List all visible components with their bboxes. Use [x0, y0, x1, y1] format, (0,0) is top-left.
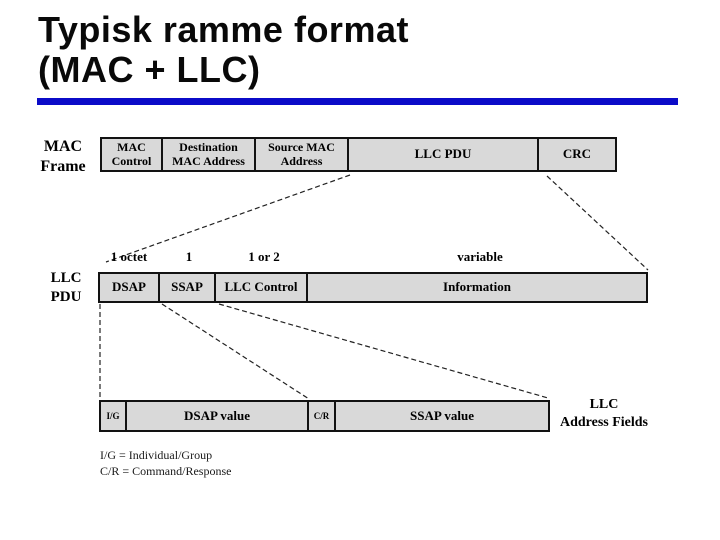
size-label-1-or-2: 1 or 2 [248, 249, 280, 264]
mac-frame-row-label: MAC Frame [40, 138, 86, 175]
mac-frame-cell-crc: CRC [562, 146, 592, 162]
llc-pdu-cell-dsap: DSAP [100, 274, 160, 301]
title-underline-rule [37, 98, 678, 105]
connector-ssap-right [218, 303, 549, 399]
llc-address-row: I/G DSAP value C/R SSAP value [99, 400, 550, 432]
llc-pdu-row: DSAP SSAP LLC Control Information [98, 272, 648, 303]
llc-address-cell-dsap-value: DSAP value [127, 402, 309, 430]
mac-frame-cell-llc-pdu: LLC PDU [349, 139, 539, 170]
mac-frame-cell-source-address: Source MAC Address [256, 139, 349, 170]
llc-address-cell-ssap-value: SSAP value [410, 407, 474, 423]
llc-address-fields-label: LLC Address Fields [559, 397, 649, 431]
slide-title: Typisk ramme format (MAC + LLC) [38, 9, 688, 91]
size-label-1: 1 [185, 249, 193, 264]
legend-cr: C/R = Command/Response [100, 464, 232, 479]
llc-pdu-row-label: LLC PDU [50, 270, 82, 305]
llc-address-cell-ig: I/G [101, 402, 127, 430]
llc-address-cell-cr: C/R [309, 402, 336, 430]
llc-pdu-cell-llc-control: LLC Control [216, 274, 308, 301]
mac-frame-row: MAC Control Destination MAC Address Sour… [100, 137, 617, 172]
llc-pdu-cell-information: Information [443, 279, 511, 295]
slide-title-line1: Typisk ramme format [38, 9, 409, 50]
legend-ig: I/G = Individual/Group [100, 448, 213, 462]
size-label-1-octet: 1 octet [110, 249, 148, 264]
legend: I/G = Individual/Group C/R = Command/Res… [100, 447, 231, 479]
slide-title-line2: (MAC + LLC) [38, 49, 261, 91]
mac-frame-cell-destination-address: Destination MAC Address [163, 139, 256, 170]
connector-dsap-right [161, 303, 310, 400]
mac-frame-cell-mac-control: MAC Control [102, 139, 163, 170]
size-label-variable: variable [457, 249, 503, 264]
llc-pdu-cell-ssap: SSAP [160, 274, 216, 301]
